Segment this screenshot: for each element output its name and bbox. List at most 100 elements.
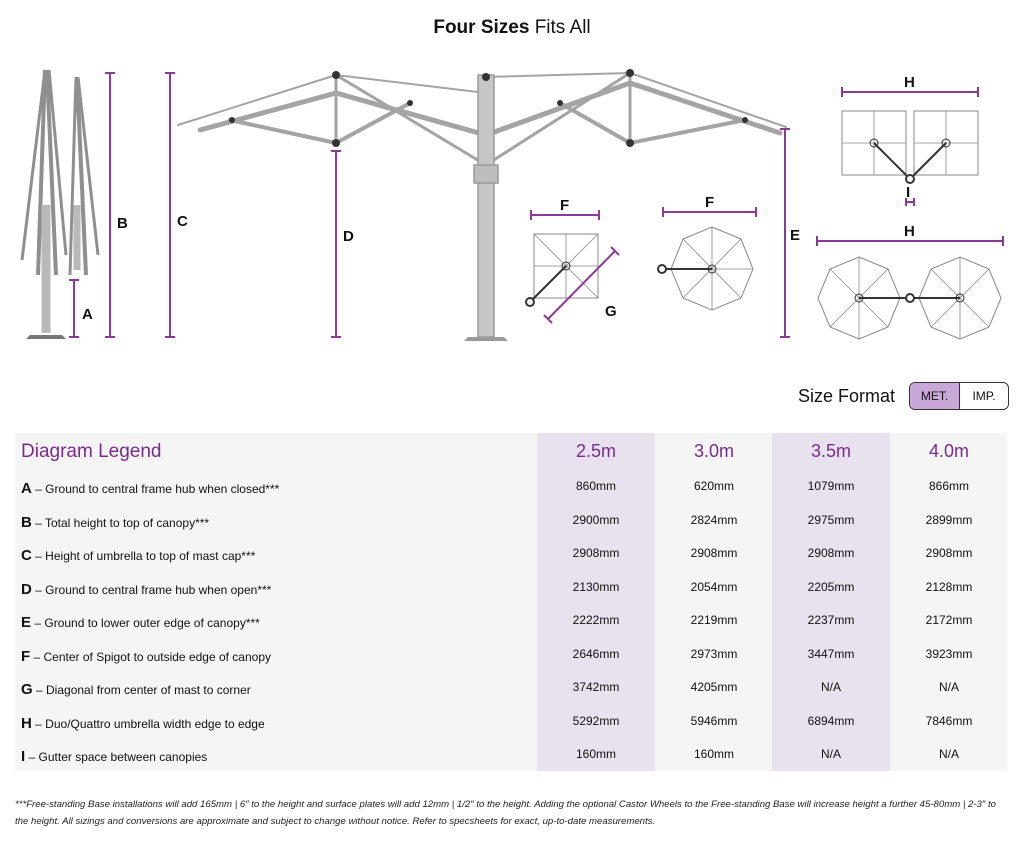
label-c: C bbox=[177, 213, 188, 230]
value-cell: 2130mm bbox=[572, 579, 620, 594]
value-cell: 3923mm bbox=[925, 646, 973, 661]
value-cell: N/A bbox=[938, 680, 959, 694]
legend-table: Diagram Legend 2.5m 3.0m 3.5m 4.0m A – G… bbox=[15, 433, 1007, 771]
row-description: – Ground to central frame hub when open*… bbox=[31, 582, 272, 597]
row-letter: E bbox=[21, 614, 32, 631]
row-letter: B bbox=[21, 513, 32, 531]
size-header: 4.0m bbox=[928, 441, 970, 461]
label-i: I bbox=[906, 184, 910, 201]
row-letter: C bbox=[21, 547, 32, 564]
row-description: – Duo/Quattro umbrella width edge to edg… bbox=[31, 716, 265, 731]
value-cell: N/A bbox=[820, 680, 841, 694]
label-f-square: F bbox=[560, 197, 569, 214]
imperial-button[interactable]: IMP. bbox=[959, 383, 1008, 409]
footnote: ***Free-standing Base installations will… bbox=[15, 799, 996, 827]
value-cell: N/A bbox=[938, 747, 959, 761]
label-b: B bbox=[117, 215, 128, 232]
title-bold: Four Sizes bbox=[433, 17, 530, 38]
value-cell: N/A bbox=[820, 747, 841, 761]
row-label: G – Diagonal from center of mast to corn… bbox=[21, 681, 251, 698]
row-label: D – Ground to central frame hub when ope… bbox=[21, 581, 271, 598]
value-cell: 2973mm bbox=[690, 646, 738, 661]
duo-octagon-top-view bbox=[816, 236, 1004, 340]
value-cell: 2222mm bbox=[572, 613, 620, 627]
value-cell: 2900mm bbox=[572, 512, 620, 527]
row-description: – Total height to top of canopy*** bbox=[31, 515, 210, 530]
label-f-octagon: F bbox=[705, 194, 714, 211]
value-cell: 160mm bbox=[693, 747, 734, 761]
open-umbrella bbox=[177, 69, 787, 341]
diagram-labels: A B C D E F F G H H I bbox=[82, 74, 915, 323]
value-cell: 1079mm bbox=[807, 479, 855, 493]
row-description: – Center of Spigot to outside edge of ca… bbox=[30, 649, 272, 664]
row-label: H – Duo/Quattro umbrella width edge to e… bbox=[21, 715, 265, 732]
value-cell: 2646mm bbox=[572, 646, 620, 661]
value-cell: 2205mm bbox=[807, 579, 855, 594]
value-cell: 5946mm bbox=[690, 713, 738, 728]
row-label: E – Ground to lower outer edge of canopy… bbox=[21, 614, 260, 631]
value-cell: 2908mm bbox=[807, 546, 855, 560]
umbrella-diagram-svg: A B C D E F F G H H I bbox=[20, 69, 1004, 341]
title-light: Fits All bbox=[534, 17, 591, 38]
value-cell: 3447mm bbox=[807, 646, 855, 661]
value-cell: 7846mm bbox=[925, 713, 973, 728]
size-format-label: Size Format bbox=[798, 385, 896, 406]
value-cell: 3742mm bbox=[572, 680, 620, 694]
column-2-5m bbox=[537, 433, 655, 771]
row-description: – Diagonal from center of mast to corner bbox=[32, 683, 251, 697]
label-d: D bbox=[343, 228, 354, 245]
value-cell: 160mm bbox=[575, 747, 616, 761]
value-cell: 2237mm bbox=[807, 613, 855, 627]
row-label: B – Total height to top of canopy*** bbox=[21, 514, 209, 531]
size-format: Size Format MET. IMP. bbox=[798, 382, 1010, 410]
value-cell: 4205mm bbox=[690, 680, 738, 694]
row-letter: F bbox=[21, 647, 31, 665]
value-cell: 866mm bbox=[928, 479, 969, 493]
row-description: – Gutter space between canopies bbox=[25, 750, 208, 764]
legend-title: Diagram Legend bbox=[21, 441, 162, 462]
row-label: I – Gutter space between canopies bbox=[21, 748, 207, 765]
value-cell: 2219mm bbox=[690, 613, 738, 627]
measurement-lines bbox=[69, 72, 790, 338]
label-h-octagon: H bbox=[904, 223, 915, 240]
label-e: E bbox=[790, 227, 800, 244]
unit-toggle: MET. IMP. bbox=[909, 382, 1010, 410]
row-description: – Height of umbrella to top of mast cap*… bbox=[31, 549, 256, 563]
value-cell: 860mm bbox=[575, 479, 616, 493]
octagon-top-view bbox=[657, 207, 757, 311]
column-3-5m bbox=[772, 433, 890, 771]
value-cell: 2908mm bbox=[572, 546, 620, 560]
page-title: Four Sizes Fits All bbox=[0, 17, 1024, 39]
row-letter: H bbox=[21, 714, 32, 732]
row-description: – Ground to lower outer edge of canopy**… bbox=[31, 616, 260, 630]
duo-square-top-view bbox=[841, 87, 979, 206]
row-letter: D bbox=[21, 580, 32, 598]
label-g: G bbox=[605, 303, 617, 320]
row-label: A – Ground to central frame hub when clo… bbox=[21, 480, 279, 497]
value-cell: 2172mm bbox=[925, 613, 973, 627]
value-cell: 2054mm bbox=[690, 579, 738, 594]
value-cell: 5292mm bbox=[572, 713, 620, 728]
value-cell: 2899mm bbox=[925, 512, 973, 527]
row-letter: A bbox=[21, 480, 32, 497]
value-cell: 2975mm bbox=[807, 512, 855, 527]
row-description: – Ground to central frame hub when close… bbox=[31, 482, 280, 496]
metric-button[interactable]: MET. bbox=[910, 383, 960, 409]
size-header: 3.0m bbox=[693, 441, 735, 461]
label-a: A bbox=[82, 306, 93, 323]
value-cell: 6894mm bbox=[807, 713, 855, 728]
value-cell: 2908mm bbox=[690, 546, 738, 560]
value-cell: 2128mm bbox=[925, 579, 973, 594]
row-label: C – Height of umbrella to top of mast ca… bbox=[21, 547, 255, 564]
row-letter: I bbox=[21, 748, 26, 765]
label-h-square: H bbox=[904, 74, 915, 91]
size-header: 3.5m bbox=[810, 441, 852, 461]
value-cell: 2824mm bbox=[690, 512, 738, 527]
value-cell: 2908mm bbox=[925, 546, 973, 560]
value-cell: 620mm bbox=[693, 479, 734, 493]
umbrella-diagram: A B C D E F F G H H I bbox=[0, 55, 1024, 355]
size-header: 2.5m bbox=[575, 441, 617, 461]
closed-umbrella bbox=[20, 69, 100, 339]
row-letter: G bbox=[21, 681, 33, 698]
row-label: F – Center of Spigot to outside edge of … bbox=[21, 648, 271, 665]
